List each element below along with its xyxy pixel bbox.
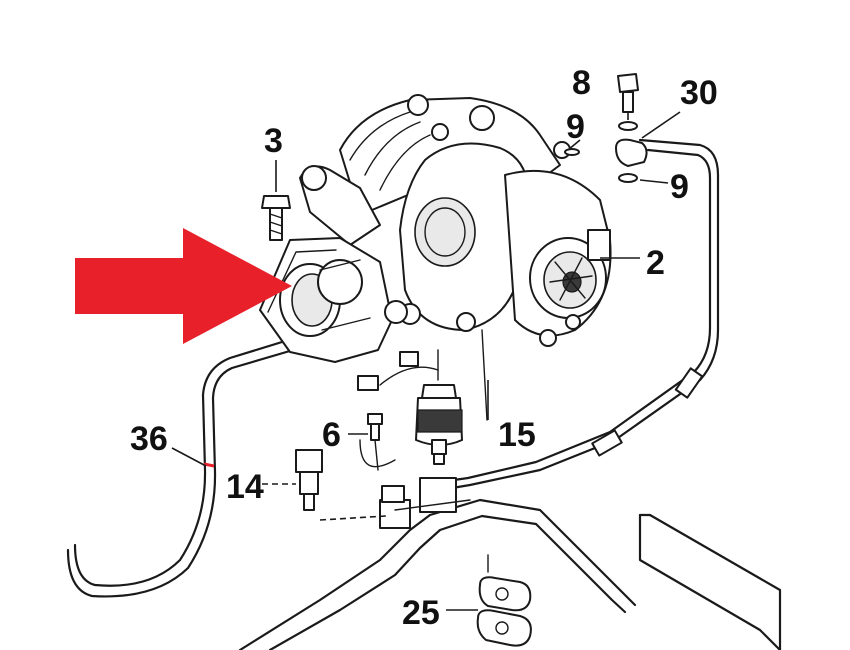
callout-14: 14 [226, 468, 264, 506]
lower-pipe-assembly [238, 477, 637, 650]
wastegate-actuator [259, 237, 408, 363]
pressure-sensor-15 [357, 349, 463, 465]
sensor-14 [262, 449, 387, 521]
leader-36 [171, 447, 207, 467]
callout-36: 36 [130, 420, 168, 458]
callout-25: 25 [402, 594, 440, 632]
gasket-25 [476, 554, 532, 647]
engine-block-outline [638, 513, 782, 650]
callout-15: 15 [498, 416, 536, 454]
callout-9-top: 9 [566, 108, 585, 146]
callout-30: 30 [680, 74, 718, 112]
turbocharger [299, 94, 612, 421]
hose-36 [66, 336, 302, 598]
banjo-fitting-30 [615, 111, 681, 167]
callout-3: 3 [264, 122, 283, 160]
return-line-right [438, 138, 720, 492]
bolt-3 [261, 160, 291, 241]
callout-8: 8 [572, 64, 591, 102]
callout-2: 2 [646, 244, 665, 282]
highlight-arrow [75, 228, 292, 344]
callout-6: 6 [322, 416, 341, 454]
callout-9-right: 9 [670, 168, 689, 206]
washers-9 [564, 121, 669, 184]
bolt-8 [617, 73, 639, 120]
temp-sensor-6 [348, 413, 396, 471]
